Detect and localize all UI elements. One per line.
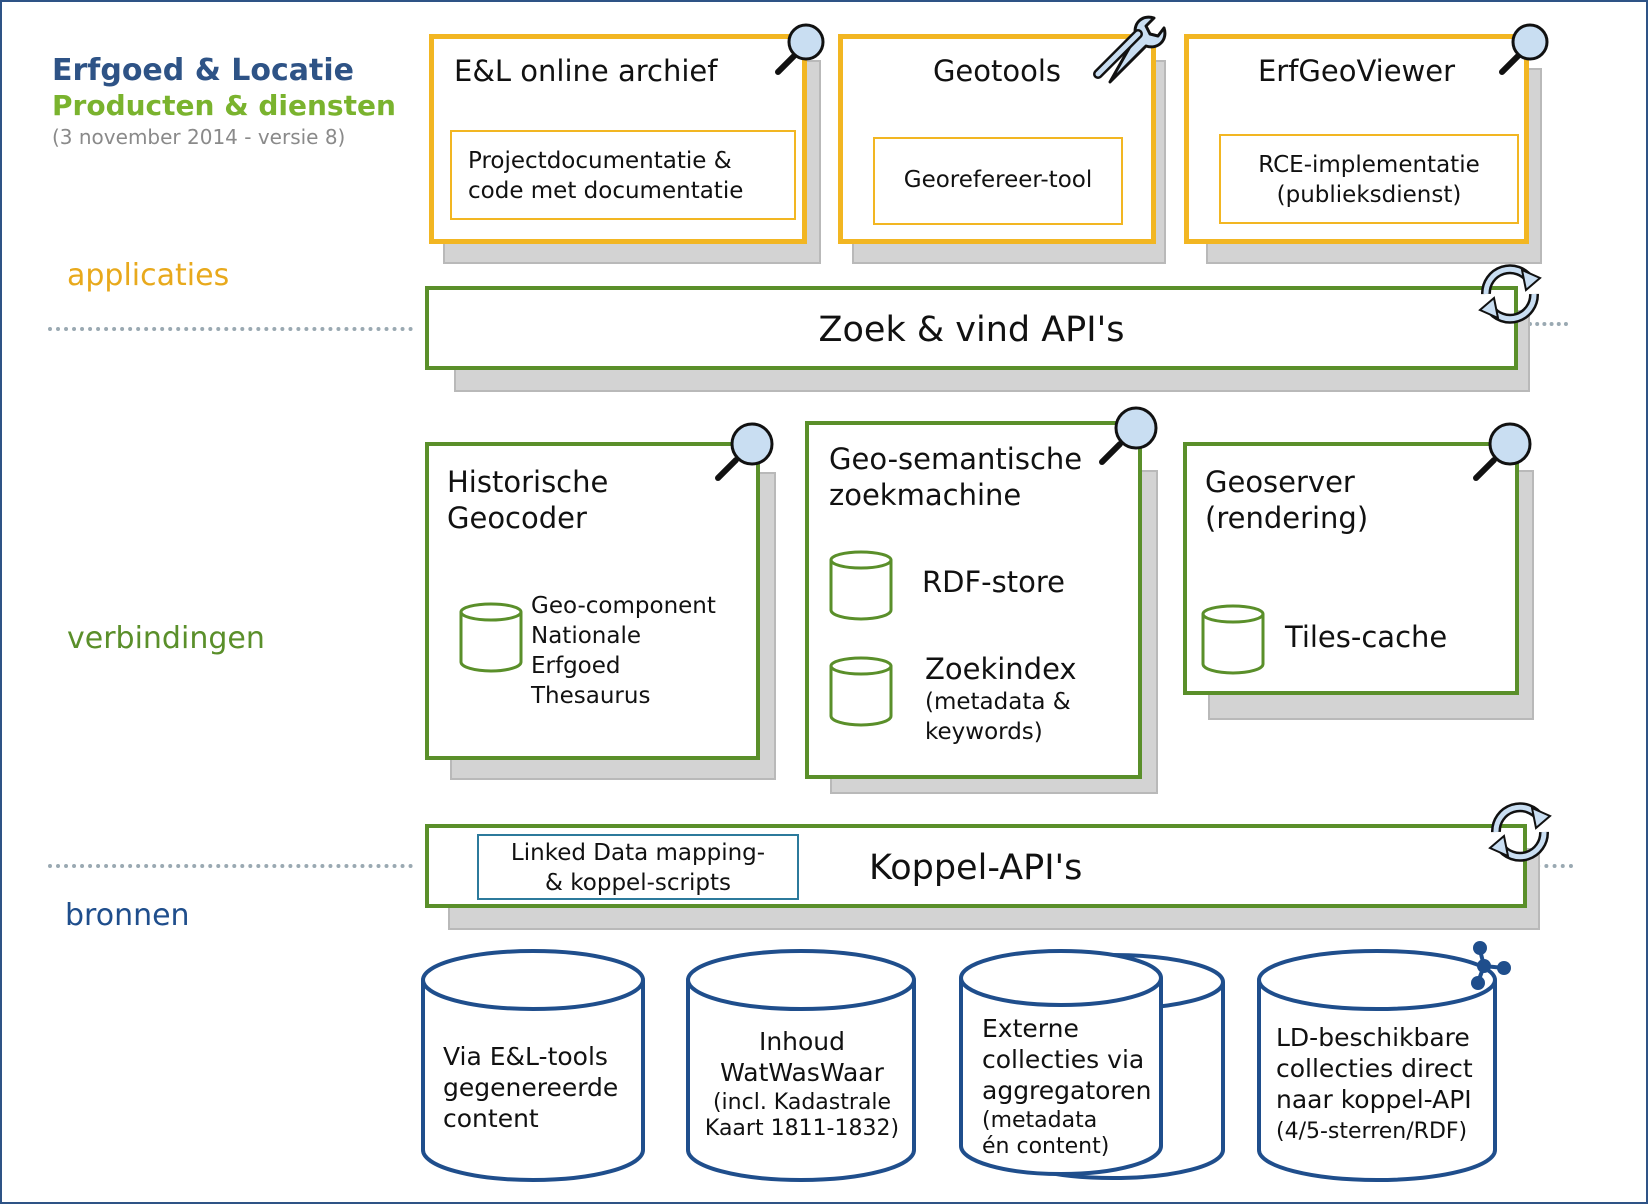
geotools-box: Geotools Georefereer-tool: [838, 34, 1156, 244]
geocoder-box: Historische Geocoder Geo-component Natio…: [425, 442, 760, 760]
viewer-title: ErfGeoViewer: [1257, 54, 1456, 88]
source-ext-line5: én content): [982, 1134, 1110, 1159]
separator-left-2: [48, 864, 413, 868]
source-el-line1: Via E&L-tools: [443, 1042, 608, 1071]
source-ld-line4: (4/5-sterren/RDF): [1276, 1119, 1468, 1144]
viewer-sub-line2: (publieksdienst): [1276, 182, 1462, 208]
geotools-title: Geotools: [932, 54, 1062, 88]
source-ext-line3: aggregatoren: [982, 1076, 1152, 1105]
geocoder-db-line4: Thesaurus: [531, 683, 651, 709]
source-wat-line2: WatWasWaar: [720, 1058, 884, 1087]
source-ext-line1: Externe: [982, 1014, 1079, 1043]
source-wat-line4: Kaart 1811-1832): [704, 1116, 900, 1141]
semantic-db2-line3: keywords): [925, 719, 1043, 745]
koppel-api-label: Koppel-API's: [869, 848, 1083, 888]
geoserver-db-label: Tiles-cache: [1285, 620, 1448, 654]
database-icon: [1201, 604, 1265, 675]
source-ld-line2: collecties direct: [1276, 1054, 1473, 1083]
database-icon: [459, 602, 523, 673]
separator-right-1: [1528, 322, 1568, 326]
search-api-label: Zoek & vind API's: [818, 310, 1125, 350]
source-cylinder-el-tools: [421, 949, 645, 1182]
wrench-icon: [1093, 15, 1167, 84]
source-cylinder-external: [959, 949, 1163, 1176]
archive-sub-line2: code met documentatie: [468, 178, 744, 204]
geotools-sub-box: Georefereer-tool: [873, 137, 1123, 225]
mapping-box: Linked Data mapping- & koppel-scripts: [477, 834, 799, 900]
database-icon: [829, 656, 893, 727]
geocoder-db-line1: Geo-component: [531, 593, 716, 619]
mapping-line2: & koppel-scripts: [545, 870, 731, 896]
mapping-line1: Linked Data mapping-: [510, 840, 766, 866]
source-el-line3: content: [443, 1104, 539, 1133]
geoserver-title-line2: (rendering): [1205, 501, 1369, 535]
search-api-bar: Zoek & vind API's: [425, 286, 1518, 370]
layer-label-connections: verbindingen: [67, 621, 265, 656]
source-el-line2: gegenereerde: [443, 1073, 619, 1102]
layer-label-applications: applicaties: [67, 258, 230, 293]
viewer-sub-box: RCE-implementatie (publieksdienst): [1219, 134, 1519, 224]
database-icon: [829, 550, 893, 621]
semantic-title-line1: Geo-semantische: [829, 442, 1083, 476]
archive-title: E&L online archief: [454, 54, 718, 88]
koppel-api-bar: Linked Data mapping- & koppel-scripts Ko…: [425, 824, 1527, 908]
layer-label-sources: bronnen: [65, 898, 190, 933]
diagram-title: Erfgoed & Locatie: [52, 53, 355, 88]
source-wat-line3: (incl. Kadastrale: [712, 1090, 892, 1115]
source-ext-line2: collecties via: [982, 1045, 1145, 1074]
magnifier-icon: [1099, 406, 1158, 465]
magnifier-icon: [1499, 23, 1549, 75]
geocoder-db-line3: Erfgoed: [531, 653, 621, 679]
magnifier-icon: [1473, 422, 1532, 481]
separator-left-1: [48, 327, 413, 331]
source-ext-line4: (metadata: [982, 1108, 1098, 1133]
semantic-db2-line1: Zoekindex: [925, 652, 1077, 686]
archive-sub-line1: Projectdocumentatie &: [468, 148, 732, 174]
magnifier-icon: [775, 23, 825, 75]
geotools-sub: Georefereer-tool: [903, 167, 1093, 193]
geocoder-title-line2: Geocoder: [447, 501, 587, 535]
refresh-icon: [1488, 802, 1552, 862]
semantic-db1-label: RDF-store: [922, 565, 1065, 599]
semantic-box: Geo-semantische zoekmachine RDF-store Zo…: [805, 421, 1142, 779]
linked-data-icon: [1471, 941, 1511, 990]
geocoder-title-line1: Historische: [447, 465, 609, 499]
geocoder-db-line2: Nationale: [531, 623, 641, 649]
source-cylinder-watwaswaar: [686, 949, 916, 1182]
source-wat-line1: Inhoud: [758, 1027, 846, 1056]
source-ld-line1: LD-beschikbare: [1276, 1023, 1470, 1052]
diagram-subtitle: Producten & diensten: [52, 89, 396, 122]
diagram-date: (3 november 2014 - versie 8): [52, 125, 346, 149]
semantic-title-line2: zoekmachine: [829, 478, 1022, 512]
source-ld-line3: naar koppel-API: [1276, 1085, 1472, 1114]
refresh-icon: [1478, 264, 1542, 324]
geoserver-title-line1: Geoserver: [1205, 465, 1355, 499]
source-cylinder-ld: [1257, 949, 1497, 1182]
archive-box: E&L online archief Projectdocumentatie &…: [429, 34, 807, 244]
separator-right-2: [1528, 864, 1573, 868]
semantic-db2-line2: (metadata &: [925, 689, 1071, 715]
viewer-box: ErfGeoViewer RCE-implementatie (publieks…: [1184, 34, 1529, 244]
viewer-sub-line1: RCE-implementatie: [1258, 152, 1480, 178]
archive-sub-box: Projectdocumentatie & code met documenta…: [450, 130, 796, 220]
magnifier-icon: [715, 422, 774, 481]
